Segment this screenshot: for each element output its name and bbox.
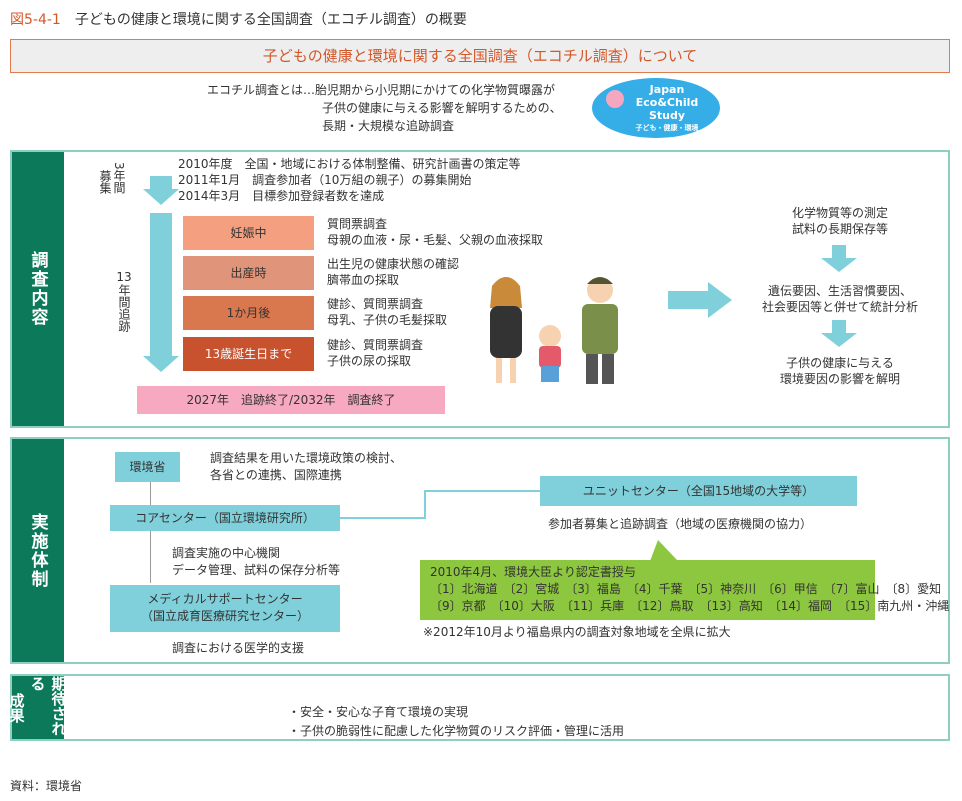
flow-arrow (832, 320, 846, 334)
flow-analysis: 社会要因等と併せて統計分析 (761, 300, 918, 314)
eco-child-logo: Japan Eco&Child Study 子ども・健康・環境 (592, 78, 720, 138)
timeline-item: 2014年3月 目標参加登録者数を達成 (178, 189, 385, 203)
system-label: 実施体制 (12, 439, 64, 662)
stage-desc: 子供の尿の採取 (327, 354, 412, 368)
smiley-icon (606, 90, 624, 108)
follow-years: 13 (116, 270, 132, 284)
stage-one-month: 1か月後 (183, 296, 314, 330)
stage-pregnancy: 妊娠中 (183, 216, 314, 250)
outcome-item: ・子供の脆弱性に配慮した化学物質のリスク評価・管理に活用 (288, 724, 625, 738)
intro-line-1: エコチル調査とは…胎児期から小児期にかけての化学物質曝露が (207, 83, 556, 97)
recruit-label: 募集 (98, 170, 112, 194)
logo-line: Eco&Child (635, 96, 699, 109)
medical-center-name: メディカルサポートセンター (147, 592, 303, 606)
stage-desc: 質問票調査 (327, 217, 388, 231)
regions-row: 〔9〕京都 〔10〕大阪 〔11〕兵庫 〔12〕鳥取 〔13〕高知 〔14〕福岡… (430, 599, 950, 613)
stage-desc: 母親の血液・尿・毛髪、父親の血液採取 (327, 233, 544, 247)
logo-sub: 子ども・健康・環境 (635, 124, 699, 132)
logo-line: Study (648, 109, 686, 122)
moe-desc: 調査結果を用いた環境政策の検討、 (210, 451, 403, 465)
moe-desc: 各省との連携、国際連携 (210, 468, 342, 482)
arrow-down-icon (143, 189, 179, 205)
family-illustration (490, 277, 618, 384)
stage-desc: 健診、質問票調査 (327, 338, 424, 352)
moe-box: 環境省 (115, 452, 180, 482)
arrow-down-icon (821, 333, 857, 347)
core-center-box: コアセンター（国立環境研究所） (110, 505, 340, 531)
stage-desc: 健診、質問票調査 (327, 297, 424, 311)
flow-analysis: 遺伝要因、生活習慣要因、 (767, 284, 912, 298)
regions-row: 〔1〕北海道 〔2〕宮城 〔3〕福島 〔4〕千葉 〔5〕神奈川 〔6〕甲信 〔7… (430, 582, 942, 596)
intro-line-3: 長期・大規模な追跡調査 (322, 119, 455, 133)
unit-desc: 参加者募集と追跡調査（地域の医療機関の協力） (547, 517, 812, 531)
follow-arrow (150, 213, 172, 357)
certification-text: 2010年4月、環境大臣より認定書授与 (430, 565, 636, 579)
flow-result: 環境要因の影響を解明 (779, 372, 900, 386)
flow-arrow (832, 245, 846, 259)
recruit-years: 3年間 (112, 162, 126, 194)
core-desc: 調査実施の中心機関 (172, 546, 281, 560)
timeline-item: 2010年度 全国・地域における体制整備、研究計画書の策定等 (178, 157, 521, 171)
outcomes-section: 成果期待される (8, 674, 950, 741)
recruit-arrow (150, 176, 172, 190)
outcomes-label: 成果期待される (8, 676, 68, 739)
figure-title: 図5-4-1 子どもの健康と環境に関する全国調査（エコチル調査）の概要 (10, 9, 467, 29)
connector-line (150, 482, 151, 583)
source-note: 資料：環境省 (10, 779, 83, 793)
stage-desc: 出生児の健康状態の確認 (327, 257, 460, 271)
stage-desc: 母乳、子供の毛髪採取 (327, 313, 448, 327)
callout-pointer (650, 540, 678, 561)
flow-result: 子供の健康に与える (786, 356, 894, 370)
figure-number: 図5-4-1 (10, 12, 61, 28)
unit-center-box: ユニットセンター（全国15地域の大学等） (540, 476, 857, 506)
stage-13-years: 13歳誕生日まで (183, 337, 314, 371)
arrow-down-icon (143, 356, 179, 372)
medical-center-box: メディカルサポートセンター （国立成育医療研究センター） (110, 585, 340, 632)
intro-line-2: 子供の健康に与える影響を解明するための、 (322, 101, 562, 115)
core-desc: データ管理、試料の保存分析等 (172, 563, 341, 577)
certification-box: 2010年4月、環境大臣より認定書授与 〔1〕北海道 〔2〕宮城 〔3〕福島 〔… (420, 560, 950, 620)
arrow-down-icon (821, 258, 857, 272)
stage-birth: 出産時 (183, 256, 314, 290)
figure-title-text: 子どもの健康と環境に関する全国調査（エコチル調査）の概要 (74, 12, 467, 28)
medical-center-org: （国立成育医療研究センター） (140, 609, 309, 623)
outcome-item: ・安全・安心な子育て環境の実現 (288, 705, 469, 719)
flow-measure: 化学物質等の測定 (791, 206, 888, 220)
medical-desc: 調査における医学的支援 (172, 641, 305, 655)
follow-label: 年間追跡 (117, 284, 131, 332)
logo-line: Japan (649, 83, 685, 96)
end-banner: 2027年 追跡終了/2032年 調査終了 (137, 386, 445, 414)
core-unit-connector (340, 490, 540, 519)
flow-measure: 試料の長期保存等 (791, 222, 888, 236)
arrow-right-icon (668, 282, 732, 318)
timeline-item: 2011年1月 調査参加者（10万組の親子）の募集開始 (178, 173, 472, 187)
expansion-note: ※2012年10月より福島県内の調査対象地域を全県に拡大 (423, 625, 731, 639)
header-banner: 子どもの健康と環境に関する全国調査（エコチル調査）について (10, 39, 950, 73)
survey-label: 調査内容 (12, 152, 64, 426)
stage-desc: 臍帯血の採取 (327, 273, 400, 287)
